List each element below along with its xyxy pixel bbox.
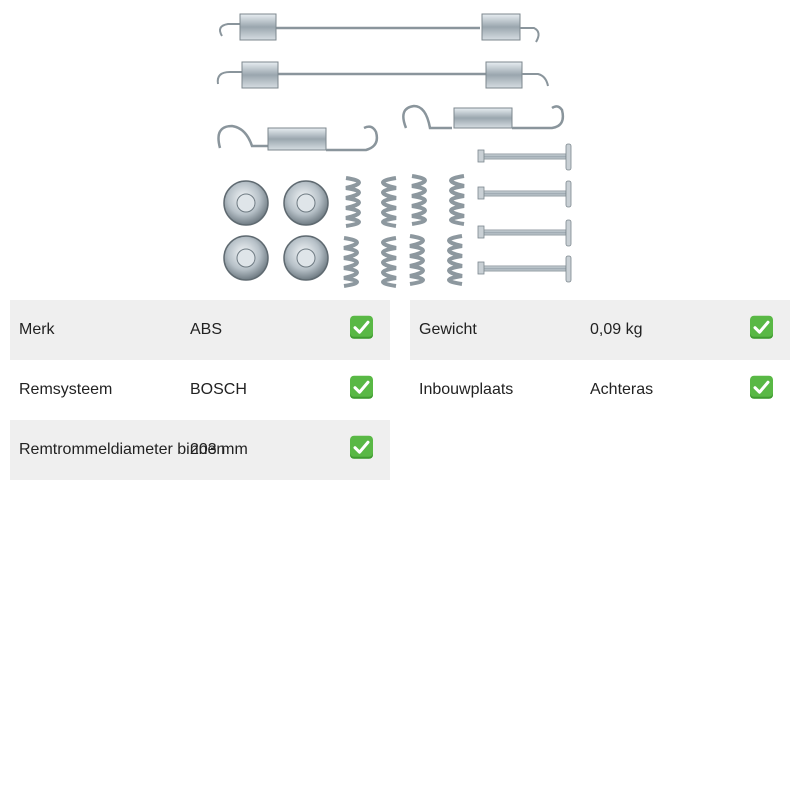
checkmark-icon bbox=[350, 315, 373, 339]
spec-label: Remtrommeldiameter binnen bbox=[19, 441, 226, 458]
coil-springs bbox=[343, 174, 465, 288]
spec-row-merk: Merk ABS bbox=[10, 300, 390, 360]
checkmark-icon bbox=[350, 375, 373, 399]
checkmark-icon bbox=[750, 315, 773, 339]
spec-label: Remsysteem bbox=[19, 381, 113, 398]
spec-table-right: Gewicht 0,09 kg Inbouwplaats Achteras bbox=[410, 300, 790, 420]
spec-value: ABS bbox=[190, 321, 223, 338]
long-spring-1 bbox=[219, 13, 540, 43]
hook-spring-2 bbox=[402, 104, 565, 130]
spec-row-remtrommeldiameter: Remtrommeldiameter binnen 203 mm bbox=[10, 420, 390, 480]
spec-row-inbouwplaats: Inbouwplaats Achteras bbox=[410, 360, 790, 420]
spec-value: 203 mm bbox=[190, 441, 248, 458]
spec-value: BOSCH bbox=[190, 381, 247, 398]
spec-value: 0,09 kg bbox=[590, 321, 643, 338]
spec-row-remsysteem: Remsysteem BOSCH bbox=[10, 360, 390, 420]
spec-label: Merk bbox=[19, 321, 55, 338]
spec-table-left: Merk ABS Remsysteem BOSCH Remtrommeldiam… bbox=[10, 300, 390, 480]
washers bbox=[223, 180, 329, 281]
long-spring-2 bbox=[216, 61, 549, 89]
brake-spring-kit-illustration bbox=[216, 13, 572, 288]
spec-label: Gewicht bbox=[419, 321, 477, 338]
spec-value: Achteras bbox=[590, 381, 654, 398]
spec-row-gewicht: Gewicht 0,09 kg bbox=[410, 300, 790, 360]
spec-label: Inbouwplaats bbox=[419, 381, 514, 398]
retaining-pins bbox=[477, 143, 572, 283]
product-image bbox=[210, 8, 580, 290]
checkmark-icon bbox=[750, 375, 773, 399]
checkmark-icon bbox=[350, 435, 373, 459]
hook-spring-1 bbox=[217, 124, 379, 152]
